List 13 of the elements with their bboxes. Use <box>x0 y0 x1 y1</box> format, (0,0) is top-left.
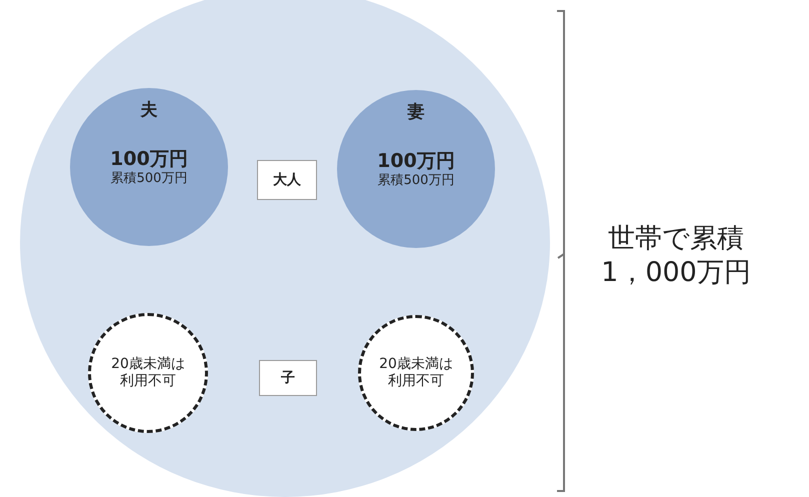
amount-text: 100万円 <box>377 150 455 174</box>
note-text: 20歳未満は利用不可 <box>110 356 186 390</box>
total-text: 累積500万円 <box>378 173 454 189</box>
group-label: 子 <box>281 370 295 386</box>
note-text: 20歳未満は利用不可 <box>378 356 454 390</box>
label-box <box>259 360 317 396</box>
name-text: 夫 <box>140 100 158 120</box>
total-text: 累積500万円 <box>110 171 188 187</box>
group-label: 大人 <box>273 172 301 188</box>
name-text: 妻 <box>408 102 424 122</box>
label-box <box>257 160 317 200</box>
amount-text: 100万円 <box>110 148 188 172</box>
total-note: 世帯で累積1，000万円 <box>600 222 752 290</box>
